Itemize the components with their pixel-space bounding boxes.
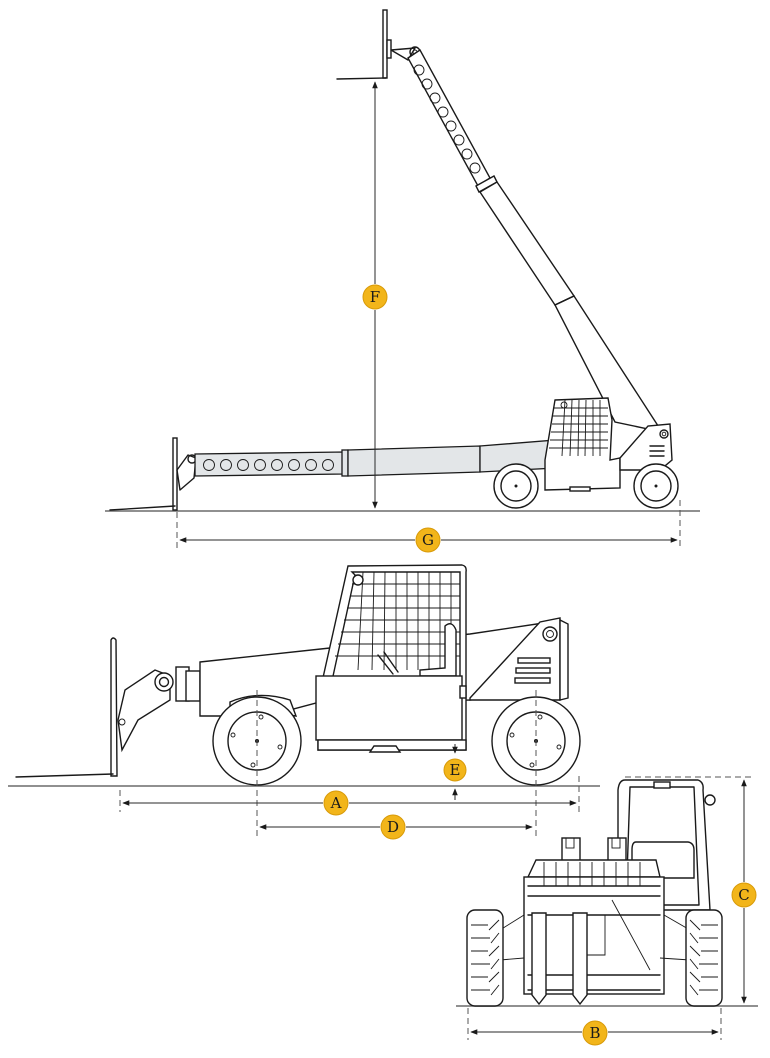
- label-g: G: [422, 531, 434, 549]
- dimension-c: C: [625, 776, 757, 1004]
- front-frame: [499, 837, 691, 995]
- badge-b: [582, 1020, 608, 1046]
- forks-front: [531, 912, 588, 1006]
- lowered-boom: [109, 437, 557, 511]
- label-c: C: [738, 886, 749, 904]
- boom-linkage: [117, 666, 201, 753]
- cab-grid: [335, 571, 460, 671]
- badge-e: [443, 758, 467, 782]
- stowed-cab: [315, 564, 467, 753]
- badge-f: [362, 284, 388, 310]
- label-a: A: [330, 794, 342, 812]
- left-tire-front: [466, 909, 504, 1007]
- front-view: C B: [456, 776, 758, 1046]
- forks-side: [15, 637, 118, 778]
- badge-a: [323, 790, 349, 816]
- boom-holes-raised: [413, 64, 481, 174]
- badge-g: [415, 527, 441, 553]
- badge-d: [380, 814, 406, 840]
- front-wheel-small: [493, 463, 539, 509]
- right-tire-front: [685, 909, 723, 1007]
- dimension-g: G: [176, 500, 681, 553]
- stowed-side-view: E A D: [8, 564, 600, 840]
- badge-c: [731, 882, 757, 908]
- dimension-b: B: [467, 1008, 722, 1046]
- label-b: B: [589, 1024, 600, 1042]
- cab-grid-small: [549, 399, 608, 457]
- dimension-e: E: [443, 744, 467, 800]
- raised-boom: [407, 48, 664, 434]
- dimension-d: D: [259, 814, 533, 840]
- dimension-f: F: [362, 81, 388, 509]
- small-chassis: [493, 397, 679, 509]
- label-f: F: [370, 288, 380, 306]
- raised-boom-side-view: F G: [105, 9, 700, 553]
- label-e: E: [450, 761, 461, 779]
- raised-fork-carriage: [336, 9, 421, 80]
- boom-holes-lowered: [203, 459, 334, 471]
- label-d: D: [387, 818, 399, 836]
- dimension-a: A: [122, 790, 577, 816]
- rear-wheel-small: [633, 463, 679, 509]
